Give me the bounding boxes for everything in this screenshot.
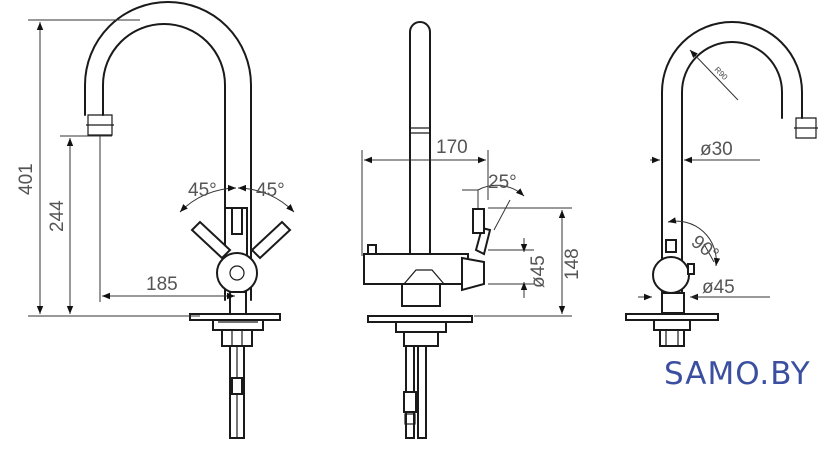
side-view-faucet bbox=[363, 21, 492, 439]
dim-height: 148 bbox=[562, 248, 583, 280]
dim-width: 170 bbox=[436, 137, 468, 158]
dim-radius: R90 bbox=[713, 65, 730, 82]
dim-reach: 185 bbox=[146, 274, 178, 295]
right-view-dimensions: R90 ø30 90° ø45 bbox=[638, 49, 770, 301]
side-view-dimensions: 170 25° ø45 148 bbox=[361, 137, 583, 317]
samo-by-logo: SAMO.BY bbox=[664, 356, 811, 392]
front-view-dimensions: 401 244 185 45° 45° bbox=[16, 19, 295, 317]
dim-lever-angle: 25° bbox=[488, 172, 517, 193]
right-view-faucet bbox=[625, 21, 818, 347]
dim-height-total: 401 bbox=[16, 163, 37, 195]
dim-lever-angle-right: 45° bbox=[256, 180, 285, 201]
dim-lever-angle-left: 45° bbox=[188, 180, 217, 201]
dim-body-diameter: ø45 bbox=[528, 255, 549, 288]
dim-body-diameter-right: ø45 bbox=[702, 277, 735, 298]
dim-spout-diameter: ø30 bbox=[700, 139, 733, 160]
front-view-faucet bbox=[84, 1, 292, 439]
dim-angle: 90° bbox=[687, 231, 723, 265]
dim-height-spout: 244 bbox=[47, 200, 68, 232]
